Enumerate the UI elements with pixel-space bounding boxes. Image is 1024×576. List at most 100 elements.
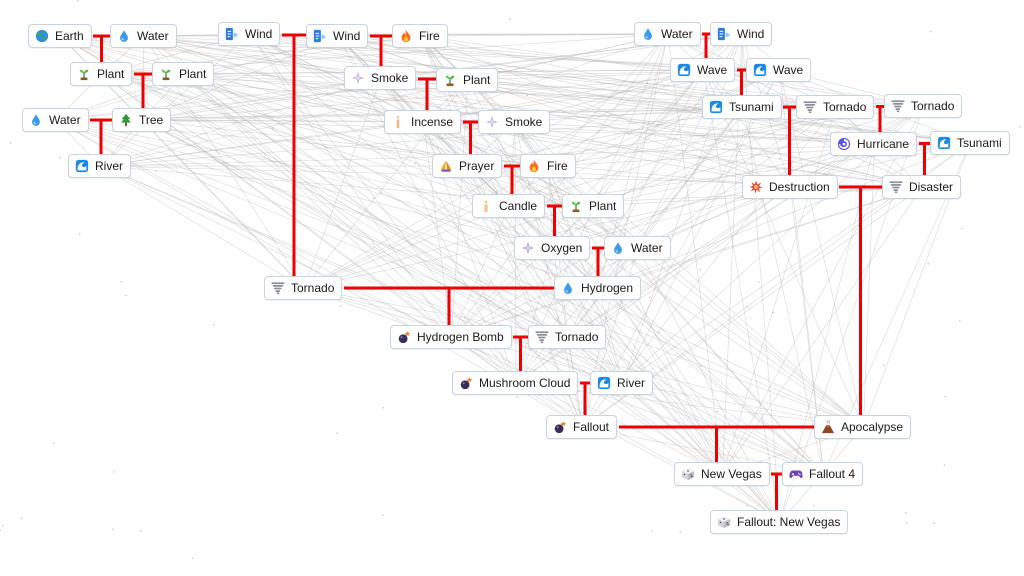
element-node-water[interactable]: Water xyxy=(22,108,89,132)
background-dot xyxy=(646,82,649,84)
background-dot xyxy=(120,280,123,283)
element-node-incense[interactable]: Incense xyxy=(384,110,462,134)
plant-icon xyxy=(77,67,91,81)
element-node-tsunami[interactable]: Tsunami xyxy=(930,131,1010,155)
element-node-destruction[interactable]: Destruction xyxy=(742,175,838,199)
mesh-line xyxy=(598,287,824,475)
mesh-line xyxy=(183,73,469,167)
background-dot xyxy=(52,442,55,445)
mesh-line xyxy=(423,69,704,123)
element-node-tornado[interactable]: Tornado xyxy=(796,95,875,119)
mesh-line xyxy=(183,73,723,475)
mesh-line xyxy=(451,106,837,338)
mesh-line xyxy=(55,119,864,428)
mesh-line xyxy=(143,35,595,207)
mesh-line xyxy=(451,205,595,338)
mesh-line xyxy=(779,69,971,144)
element-node-new-vegas[interactable]: New Vegas xyxy=(674,462,770,486)
mesh-line xyxy=(552,143,875,249)
element-node-hurricane[interactable]: Hurricane xyxy=(830,132,918,156)
background-dot xyxy=(373,197,376,200)
element-node-candle[interactable]: Candle xyxy=(472,194,546,218)
wave-icon xyxy=(709,100,723,114)
element-node-tsunami[interactable]: Tsunami xyxy=(702,95,782,119)
element-node-plant[interactable]: Plant xyxy=(562,194,625,218)
element-label: Fire xyxy=(419,29,440,43)
element-node-tornado[interactable]: Tornado xyxy=(528,325,607,349)
element-node-oxygen[interactable]: Oxygen xyxy=(514,236,591,260)
element-node-water[interactable]: Water xyxy=(604,236,671,260)
element-node-fire[interactable]: Fire xyxy=(392,24,448,48)
tornado-icon xyxy=(889,180,903,194)
element-node-plant[interactable]: Plant xyxy=(70,62,133,86)
element-node-fire[interactable]: Fire xyxy=(520,154,576,178)
mesh-line xyxy=(722,105,925,475)
mesh-line xyxy=(423,33,669,123)
background-dot xyxy=(0,529,1,532)
element-node-hydrogen-bomb[interactable]: Hydrogen Bomb xyxy=(390,325,512,349)
mesh-line xyxy=(60,35,780,71)
background-dot xyxy=(927,262,930,265)
element-node-water[interactable]: Water xyxy=(634,22,701,46)
element-node-prayer[interactable]: Prayer xyxy=(432,154,503,178)
element-node-water[interactable]: Water xyxy=(110,24,177,48)
element-node-tornado[interactable]: Tornado xyxy=(264,276,343,300)
mesh-line xyxy=(249,33,469,167)
dice-icon xyxy=(681,467,695,481)
mesh-line xyxy=(514,121,875,145)
background-dot xyxy=(509,18,511,20)
element-node-tornado[interactable]: Tornado xyxy=(884,94,963,118)
smoke-icon xyxy=(351,71,365,85)
element-label: Plant xyxy=(179,67,207,81)
element-node-wind[interactable]: Wind xyxy=(710,22,773,46)
mesh-line xyxy=(143,35,549,167)
element-node-hydrogen[interactable]: Hydrogen xyxy=(554,276,642,300)
candle-icon xyxy=(479,199,493,213)
background-dot xyxy=(961,227,963,230)
wave-icon xyxy=(937,136,951,150)
mesh-line xyxy=(552,69,704,249)
element-node-wave[interactable]: Wave xyxy=(670,58,736,82)
element-node-wind[interactable]: Wind xyxy=(218,22,281,46)
mesh-line xyxy=(100,33,251,167)
element-node-tree[interactable]: Tree xyxy=(112,108,172,132)
mesh-line xyxy=(467,106,743,167)
mesh-line xyxy=(637,247,864,428)
element-node-river[interactable]: River xyxy=(590,371,654,395)
mesh-line xyxy=(509,121,516,207)
element-node-smoke[interactable]: Smoke xyxy=(478,110,551,134)
mesh-line xyxy=(622,33,743,384)
element-label: Tornado xyxy=(291,281,335,295)
mesh-line xyxy=(55,119,554,249)
mesh-line xyxy=(582,69,780,428)
element-label: Smoke xyxy=(371,71,409,85)
mesh-line xyxy=(703,69,864,428)
element-node-wave[interactable]: Wave xyxy=(746,58,812,82)
prayer-icon xyxy=(439,159,453,173)
element-node-smoke[interactable]: Smoke xyxy=(344,66,417,90)
background-dot xyxy=(59,156,61,159)
mesh-line xyxy=(249,33,923,188)
mesh-line xyxy=(515,186,791,384)
element-node-earth[interactable]: Earth xyxy=(28,24,92,48)
background-dot xyxy=(700,365,702,368)
element-node-apocalypse[interactable]: Apocalypse xyxy=(814,415,912,439)
mesh-line xyxy=(183,73,510,207)
mesh-line xyxy=(143,35,824,475)
element-node-disaster[interactable]: Disaster xyxy=(882,175,962,199)
mesh-line xyxy=(60,35,864,428)
mesh-line xyxy=(143,35,424,123)
tornado-icon xyxy=(271,281,285,295)
plant-icon xyxy=(569,199,583,213)
element-node-mushroom-cloud[interactable]: Mushroom Cloud xyxy=(452,371,579,395)
element-node-wind[interactable]: Wind xyxy=(306,24,369,48)
element-node-fallout-4[interactable]: Fallout 4 xyxy=(782,462,864,486)
mesh-line xyxy=(593,69,704,207)
element-label: Water xyxy=(631,241,663,255)
element-node-fallout[interactable]: Fallout xyxy=(546,415,618,439)
element-node-fallout-new-vegas[interactable]: Fallout: New Vegas xyxy=(710,510,849,534)
element-node-plant[interactable]: Plant xyxy=(436,68,499,92)
element-label: Fallout 4 xyxy=(809,467,856,481)
element-node-river[interactable]: River xyxy=(68,154,132,178)
element-node-plant[interactable]: Plant xyxy=(152,62,215,86)
